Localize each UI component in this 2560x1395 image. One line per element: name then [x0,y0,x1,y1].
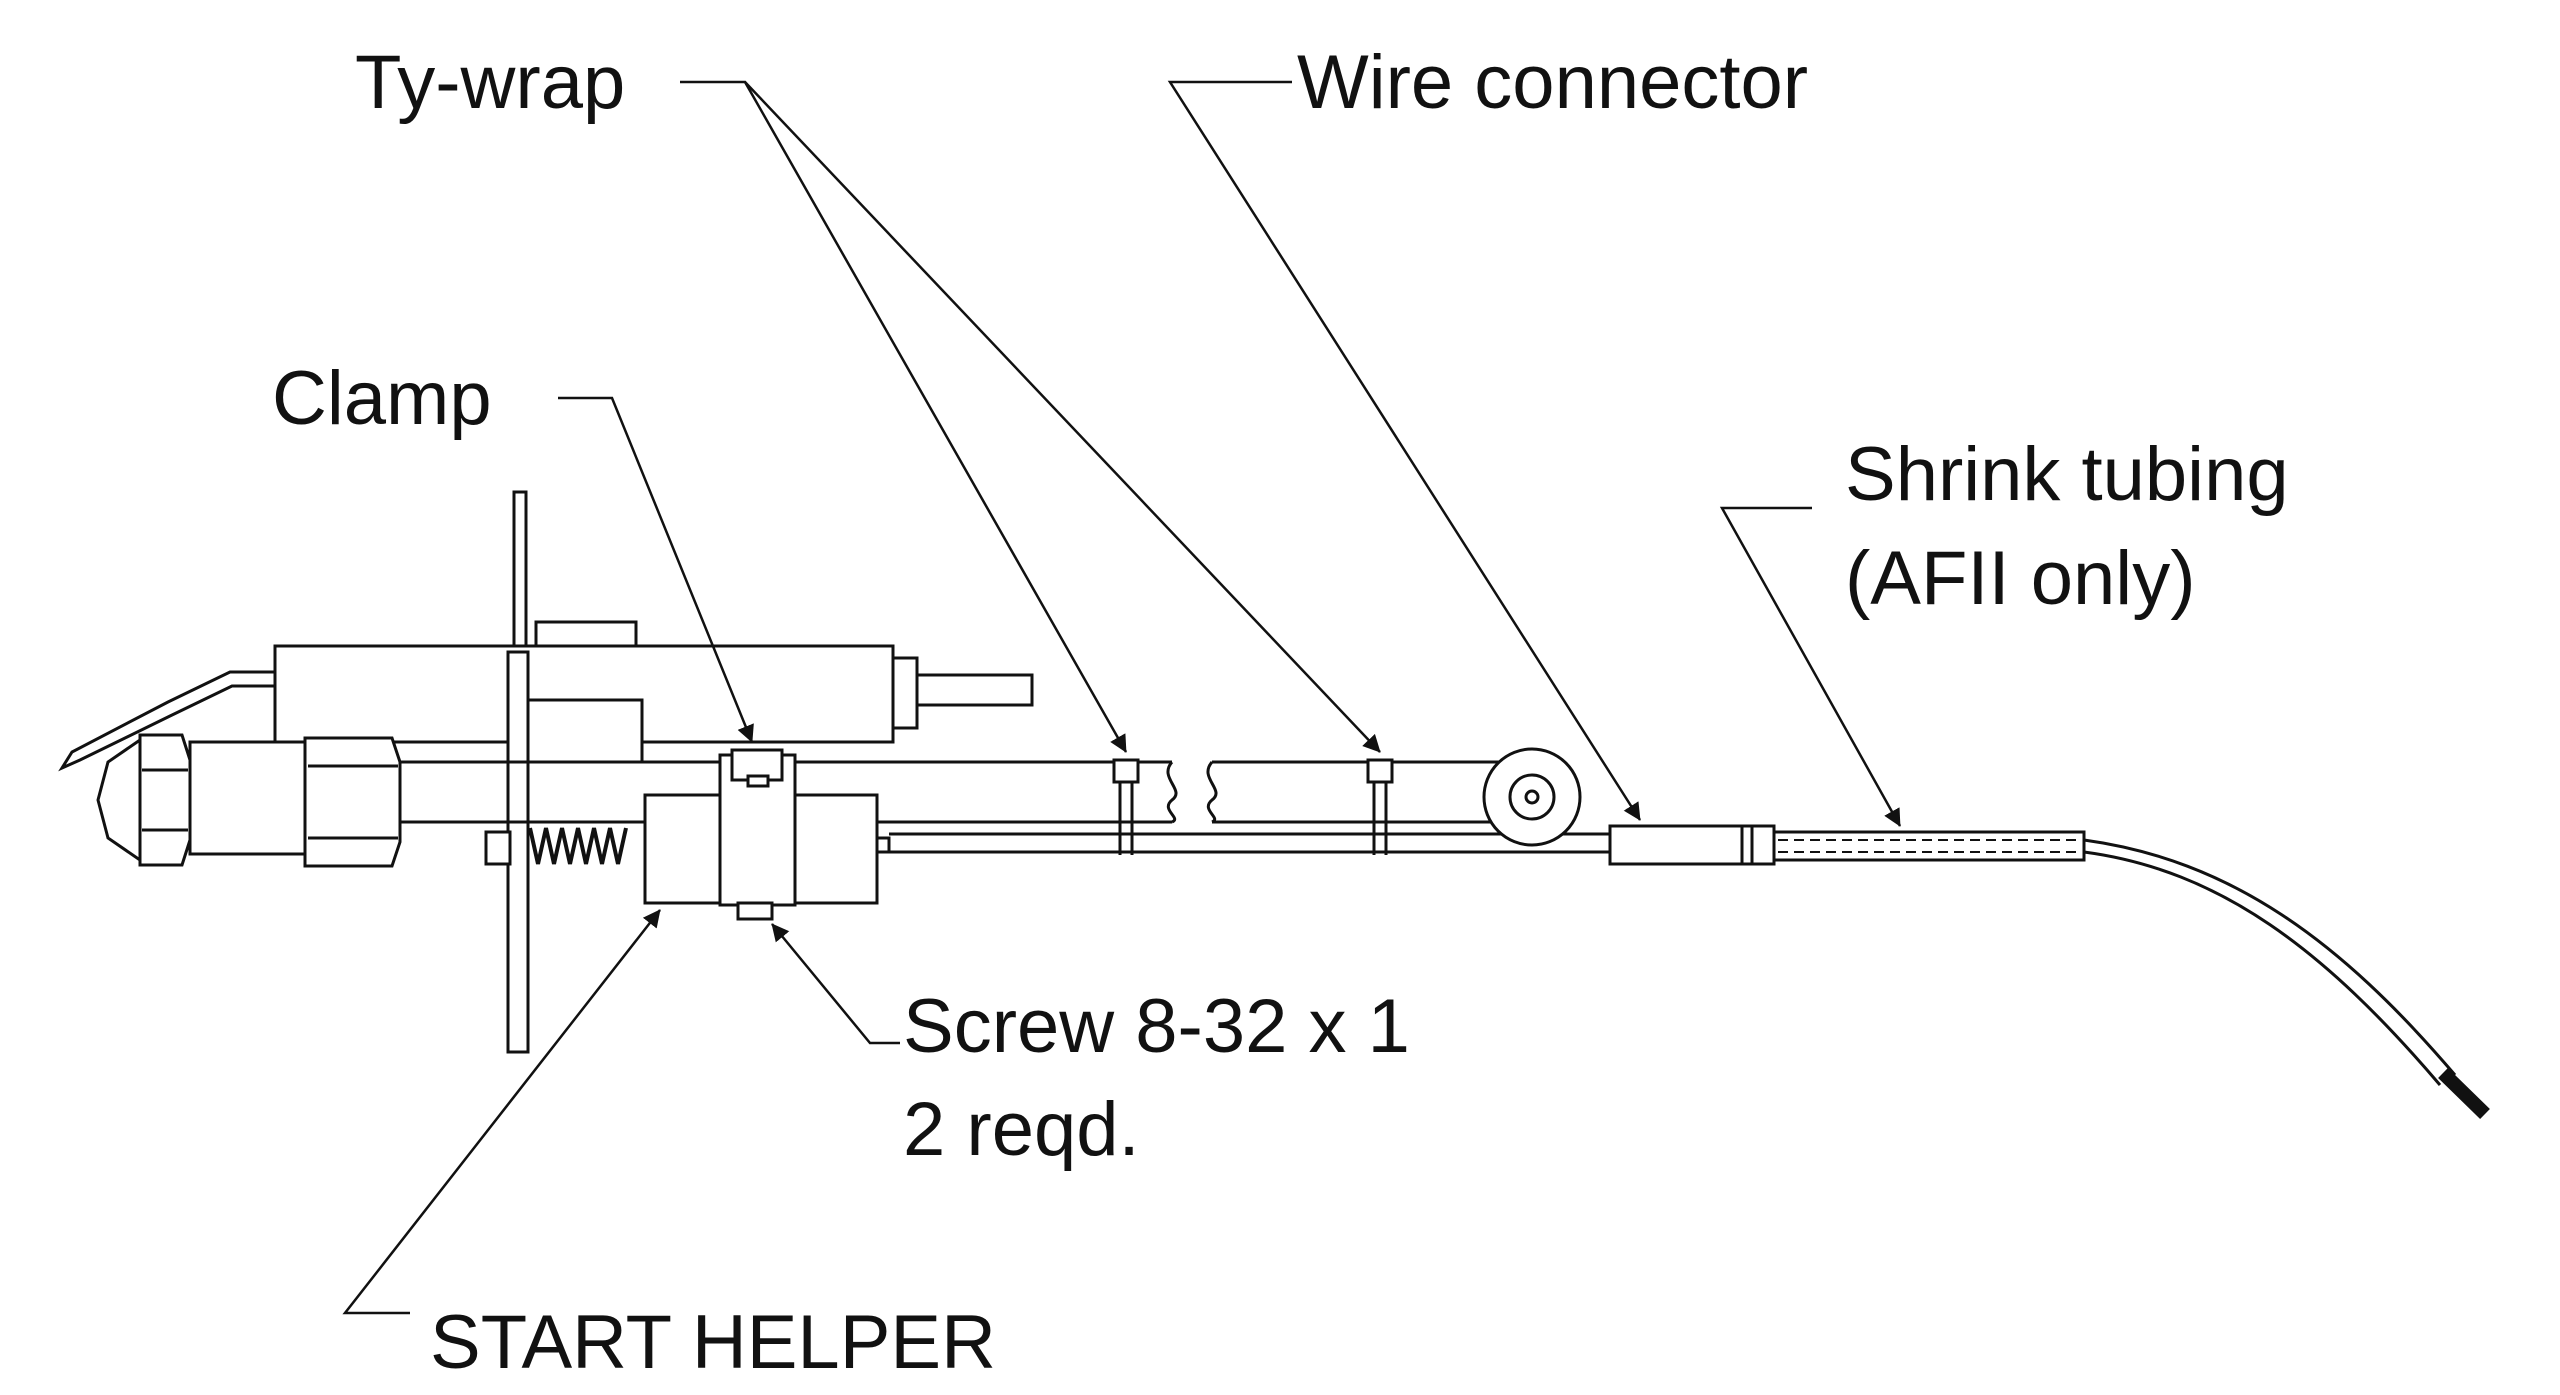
sensor-end-nut [891,656,919,730]
sensor-terminal [915,673,1034,707]
leader-screw [771,923,900,1045]
leader-start-helper [342,909,661,1315]
gas-tube [390,760,1500,824]
label-shrink-tubing-note: (AFII only) [1845,536,2196,621]
start-helper-upper [526,698,644,764]
pilot-assembly-drawing [58,490,2490,1120]
hex-nut-left [138,733,192,867]
label-screw-qty: 2 reqd. [903,1087,1140,1172]
tube-fitting-inner [1524,789,1540,805]
label-start-helper: START HELPER [430,1300,996,1385]
leader-ty-wrap-2 [744,81,1381,753]
label-ty-wrap: Ty-wrap [355,40,625,125]
adjustment-spring [528,827,628,865]
tube-fitting-outer [1482,747,1582,847]
shrink-tubing [1772,830,2086,862]
tube-fitting-middle [1508,773,1556,821]
screw-head [484,830,512,866]
ignition-electrode [58,670,275,772]
clamp-slot [746,774,770,788]
ty-wrap-1 [1112,758,1140,855]
thermocouple-lead [889,832,1610,854]
start-helper-stub [875,836,891,854]
hex-nut-right [303,736,402,868]
screw-bottom [736,901,774,921]
lead-wire-end [2438,1067,2490,1120]
label-shrink-tubing: Shrink tubing [1845,432,2289,517]
callout-labels: Ty-wrap Wire connector Clamp Shrink tubi… [272,40,2289,1385]
pilot-hood [96,737,142,863]
label-clamp: Clamp [272,356,492,441]
label-screw: Screw 8-32 x 1 [903,984,1410,1069]
leader-clamp [558,396,754,743]
ty-wrap-2 [1366,758,1394,855]
label-wire-connector: Wire connector [1297,40,1808,125]
orifice-body [188,740,307,856]
leader-shrink-tubing [1719,506,1902,827]
wire-connector-body [1608,824,1776,866]
bracket-tab [534,620,638,650]
leader-lines [342,80,1902,1315]
leader-wire-connector [1167,80,1642,821]
lead-wire [2083,838,2457,1086]
